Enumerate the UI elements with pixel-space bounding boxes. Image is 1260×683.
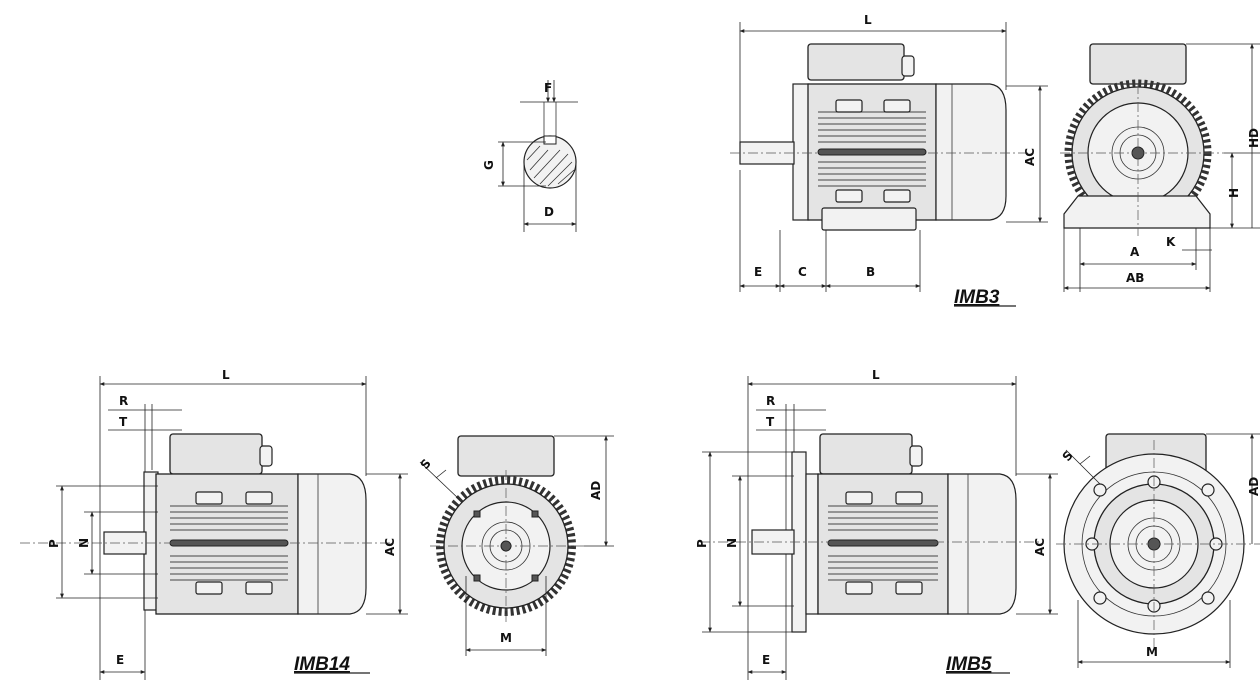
imb3-label-a: A	[1130, 245, 1140, 259]
label-g: G	[482, 160, 496, 170]
imb5-label-ac: AC	[1033, 538, 1047, 556]
imb5-flange-bolt-holes	[1085, 475, 1223, 613]
imb14-side-view: L R T	[20, 368, 408, 680]
imb14-title: IMB14	[294, 654, 350, 675]
imb14-label-e: E	[116, 653, 124, 667]
imb14-label-ac: AC	[383, 538, 397, 556]
imb14-label-m: M	[500, 631, 512, 645]
imb14-label-l: L	[222, 368, 230, 382]
imb3-label-hd: HD	[1247, 128, 1260, 148]
imb3-label-h: H	[1227, 188, 1241, 198]
imb5-label-t: T	[766, 415, 775, 429]
imb14-cooling-fins	[170, 505, 288, 581]
imb5-label-l: L	[872, 368, 880, 382]
imb3-front-view: HD H A K AB	[1060, 43, 1260, 292]
imb14-front-view: S AD M	[418, 435, 614, 656]
imb5-side-view: L R T	[695, 368, 1058, 680]
imb5-label-e: E	[762, 653, 770, 667]
imb3-label-l: L	[864, 13, 872, 27]
imb3-label-ab: AB	[1126, 271, 1144, 285]
imb3-side-view: L AC	[730, 13, 1048, 308]
imb14-label-p: P	[47, 539, 61, 548]
imb14-label-t: T	[119, 415, 128, 429]
imb5-cooling-fins	[828, 505, 938, 581]
imb3-label-e: E	[754, 265, 762, 279]
imb5-label-m: M	[1146, 645, 1158, 659]
shaft-section-detail: F G D	[482, 80, 578, 232]
imb3-label-k: K	[1166, 235, 1176, 249]
imb3-label-b: B	[866, 265, 875, 279]
imb14-label-ad: AD	[589, 481, 603, 500]
imb14-label-n: N	[77, 538, 91, 548]
label-f: F	[544, 81, 552, 95]
imb3-label-ac: AC	[1023, 148, 1037, 166]
imb5-label-p: P	[695, 539, 709, 548]
imb5-front-view: S AD M	[1056, 433, 1260, 668]
imb3-cooling-fins	[818, 111, 926, 187]
imb3-title: IMB3	[954, 287, 1000, 308]
shaft-hatch	[526, 145, 575, 187]
imb5-label-ad: AD	[1247, 477, 1260, 496]
imb5-label-s: S	[1060, 448, 1076, 464]
label-d: D	[544, 205, 554, 219]
imb5-label-n: N	[725, 538, 739, 548]
imb14-label-r: R	[119, 394, 128, 408]
imb5-label-r: R	[766, 394, 775, 408]
imb14-label-s: S	[418, 456, 434, 472]
imb3-label-c: C	[798, 265, 807, 279]
imb5-title: IMB5	[946, 654, 992, 675]
